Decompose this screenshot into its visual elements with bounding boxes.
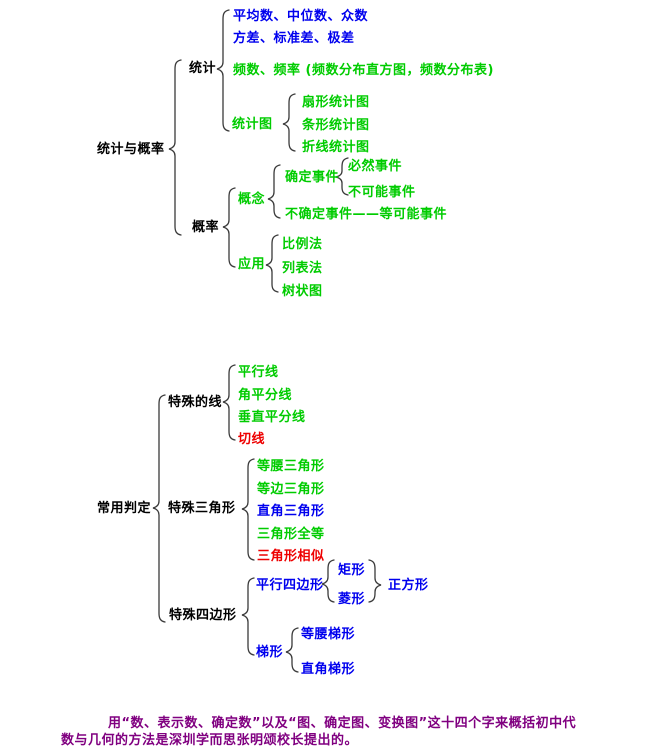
node-perpendicular-bisector: 垂直平分线 [238, 410, 306, 425]
node-judgement-root: 常用判定 [97, 501, 152, 516]
node-variance: 方差、标准差、极差 [233, 31, 355, 46]
brace-statistics [216, 9, 230, 132]
node-ratio-method: 比例法 [282, 237, 323, 252]
node-charts: 统计图 [232, 117, 273, 132]
node-uncertain-event: 不确定事件——等可能事件 [285, 207, 448, 222]
brace-chart-types [282, 93, 296, 152]
brace-concept [267, 164, 281, 219]
node-parallel-line: 平行线 [238, 365, 279, 380]
node-special-quadrilaterals: 特殊四边形 [169, 608, 237, 623]
node-right-triangle: 直角三角形 [257, 504, 325, 519]
node-statistics-probability-root: 统计与概率 [97, 142, 165, 157]
node-line-chart: 折线统计图 [302, 140, 370, 155]
node-concept: 概念 [238, 192, 266, 207]
node-equilateral-triangle: 等边三角形 [257, 482, 325, 497]
node-impossible-event: 不可能事件 [348, 185, 416, 200]
node-statistics: 统计 [189, 61, 217, 76]
node-application: 应用 [238, 257, 266, 272]
brace-probability [222, 187, 236, 268]
node-angle-bisector: 角平分线 [238, 388, 293, 403]
node-isosceles-triangle: 等腰三角形 [257, 459, 325, 474]
brace-judgement-root [152, 394, 166, 623]
brace-statistics-probability-root [168, 59, 182, 236]
node-special-lines: 特殊的线 [168, 395, 223, 410]
brace-special-triangles [241, 458, 255, 561]
node-similar-triangles: 三角形相似 [257, 549, 325, 564]
node-congruent-triangles: 三角形全等 [257, 527, 325, 542]
node-inevitable-event: 必然事件 [348, 159, 403, 174]
node-probability: 概率 [192, 220, 220, 235]
node-certain-event: 确定事件 [285, 170, 340, 185]
brace-trapezoid [285, 627, 299, 673]
node-rectangle: 矩形 [338, 563, 366, 578]
node-square: 正方形 [388, 578, 429, 593]
node-right-trapezoid: 直角梯形 [301, 662, 356, 677]
node-table-method: 列表法 [282, 261, 323, 276]
node-special-triangles: 特殊三角形 [168, 501, 236, 516]
brace-application [265, 234, 279, 293]
footer-note-line1: 用“数、表示数、确定数”以及“图、确定图、变换图”这十四个字来概括初中代 [108, 716, 577, 731]
brace-special-lines [222, 364, 236, 441]
node-tree-diagram-method: 树状图 [282, 284, 323, 299]
node-trapezoid: 梯形 [256, 645, 284, 660]
brace-special-quadrilaterals [241, 577, 255, 656]
node-rhombus: 菱形 [338, 592, 366, 607]
node-averages: 平均数、中位数、众数 [233, 9, 369, 24]
node-pie-chart: 扇形统计图 [302, 95, 370, 110]
node-parallelogram: 平行四边形 [256, 578, 324, 593]
footer-note-line2: 数与几何的方法是深圳学而思张明颂校长提出的。 [61, 733, 359, 746]
node-frequency: 频数、频率 (频数分布直方图，频数分布表) [233, 63, 494, 78]
node-isosceles-trapezoid: 等腰梯形 [301, 627, 356, 642]
brace-parallelogram-close [368, 559, 382, 603]
node-tangent-line: 切线 [238, 432, 266, 447]
node-bar-chart: 条形统计图 [302, 118, 370, 133]
